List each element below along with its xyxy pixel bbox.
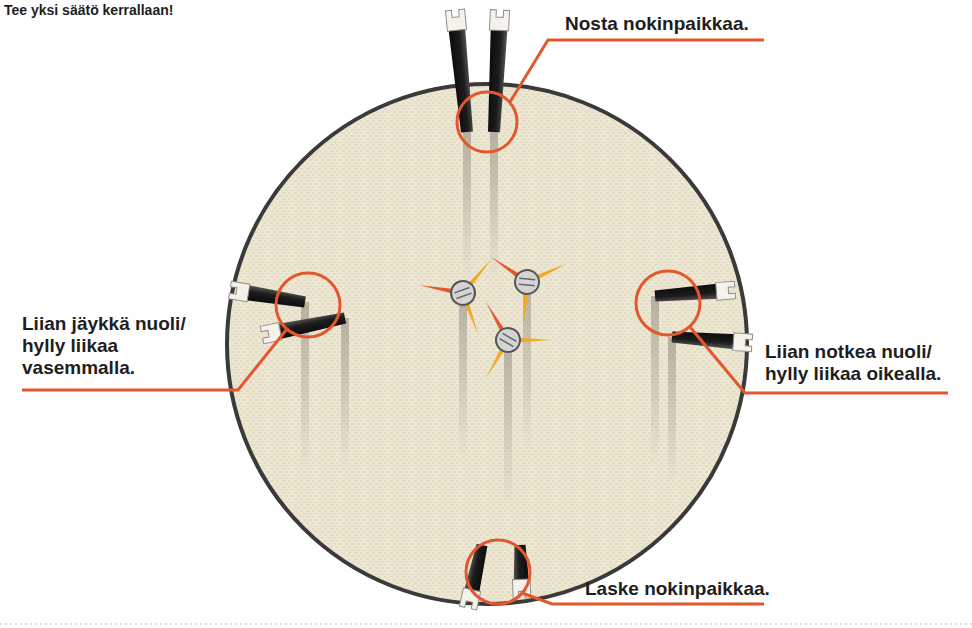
arrow-shaft: [448, 26, 475, 133]
arrow-shaft: [654, 283, 720, 303]
arrow-shadow: [490, 132, 498, 282]
callout-rings: [276, 92, 700, 604]
arrow: [445, 9, 476, 133]
callout-label: Laske nokinpaikkaa.: [585, 578, 785, 600]
arrow-nock: [733, 333, 753, 352]
nock-slot: [519, 278, 535, 285]
nock-slot: [454, 287, 471, 298]
arrow-shadow: [341, 318, 349, 468]
arrow: [229, 281, 307, 310]
arrow: [511, 545, 531, 599]
callout-ring: [276, 273, 340, 337]
nock-end: [514, 269, 540, 295]
arrow-nock: [445, 9, 466, 31]
callout-label: Liian notkea nuoli/ hylly liikaa oikeall…: [765, 341, 965, 385]
arrow-nock: [489, 10, 509, 31]
arrows: [229, 9, 753, 610]
arrow-shadow: [463, 132, 471, 282]
arrow: [260, 309, 347, 343]
arrow: [459, 543, 490, 610]
target-face: [227, 84, 747, 604]
arrow-nock: [459, 588, 480, 610]
center-arrows: [417, 254, 568, 398]
arrow-nock: [229, 281, 250, 301]
leader-lines: [22, 40, 948, 604]
callout-ring: [457, 92, 517, 152]
callout-label: Liian jäykkä nuoli/ hylly liikaa vasemma…: [22, 313, 212, 379]
arrow-shadows: [301, 132, 676, 510]
callout-ring: [636, 271, 700, 335]
arrow-shadow: [668, 337, 676, 487]
arrow-shadow: [651, 296, 659, 466]
leader-line: [510, 40, 764, 102]
nock-end: [448, 278, 479, 309]
arrow-end-on: [452, 299, 555, 398]
arrow-shaft: [464, 543, 490, 594]
arrow-shaft: [486, 26, 508, 132]
callout-ring: [466, 540, 530, 604]
nock-slot: [500, 333, 517, 346]
arrow-shadow: [459, 293, 467, 463]
arrow-shadow: [504, 340, 512, 510]
arrow-shaft: [276, 310, 347, 339]
arrow-nock: [716, 281, 736, 300]
callout-label: Nosta nokinpaikkaa.: [565, 13, 765, 35]
nock-end: [492, 324, 525, 357]
arrow: [484, 10, 509, 133]
instruction-title: Tee yksi säätö kerrallaan!: [4, 3, 173, 18]
dotted-rule: [0, 624, 972, 625]
